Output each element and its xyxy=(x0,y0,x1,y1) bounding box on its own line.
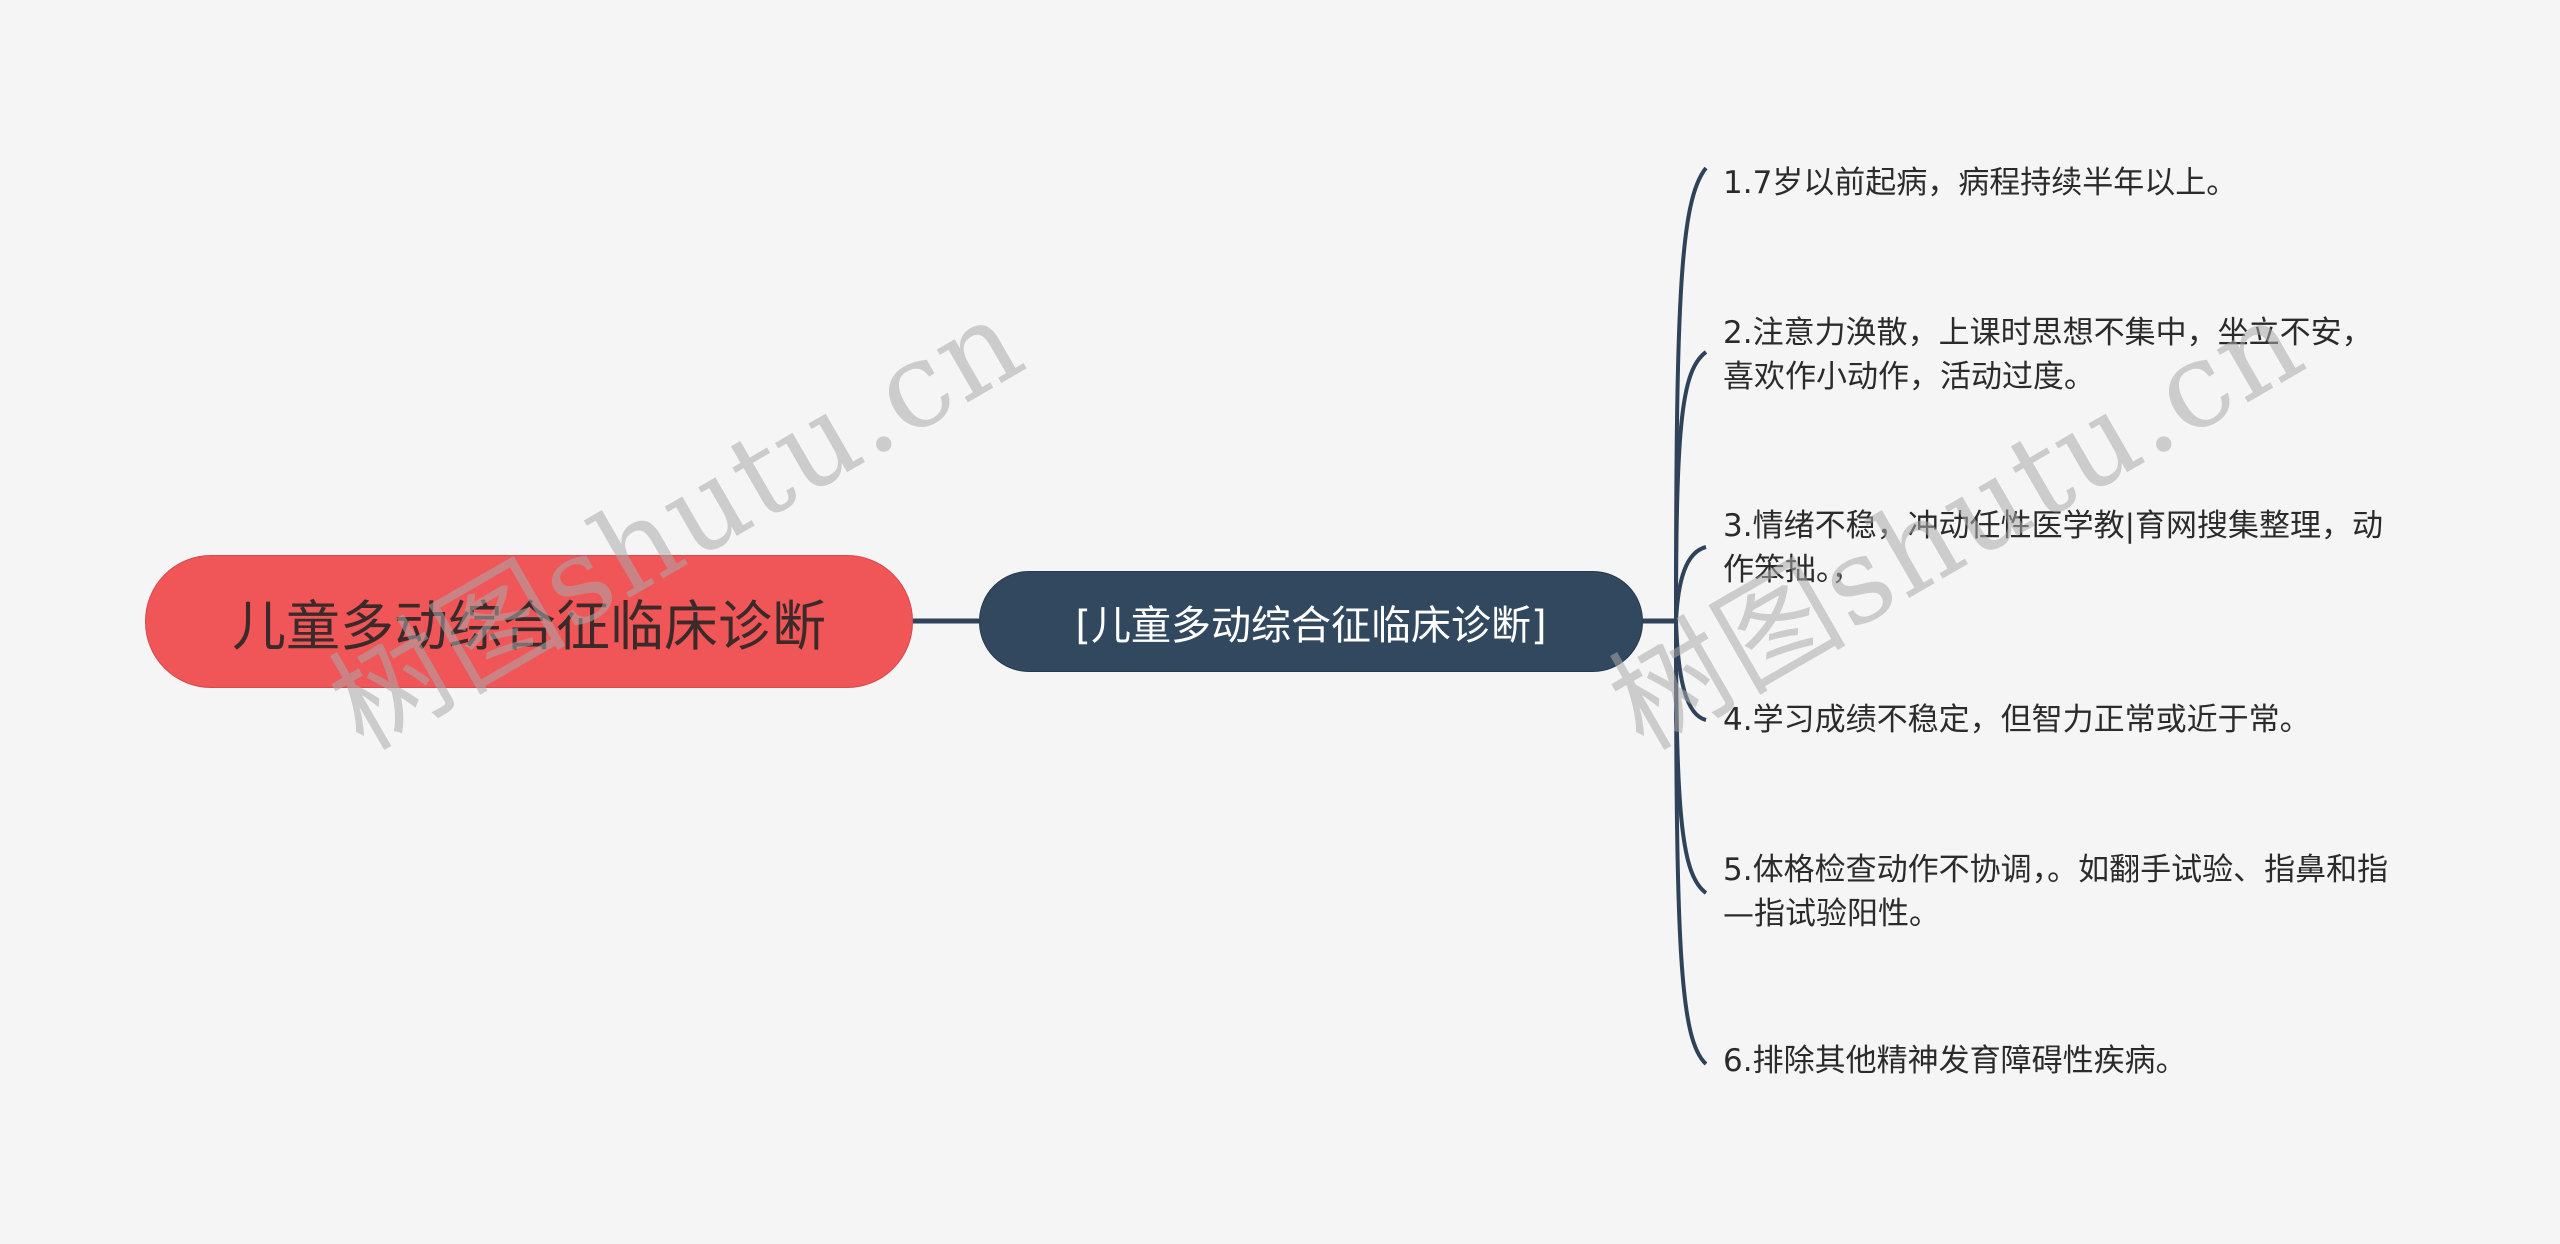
leaf-node-6[interactable]: 6.排除其他精神发育障碍性疾病。 xyxy=(1723,1039,2403,1083)
root-node-label: 儿童多动综合征临床诊断 xyxy=(232,595,826,658)
branch-connector-1 xyxy=(1674,166,1708,622)
leaf-node-3[interactable]: 3.情绪不稳，冲动任性医学教|育网搜集整理，动作笨拙。， xyxy=(1723,504,2403,592)
leaf-label: 6.排除其他精神发育障碍性疾病。 xyxy=(1723,1043,2187,1079)
leaf-node-1[interactable]: 1.7岁以前起病，病程持续半年以上。 xyxy=(1723,161,2403,205)
main-topic-node[interactable]: [儿童多动综合征临床诊断] xyxy=(979,571,1643,672)
leaf-label: 1.7岁以前起病，病程持续半年以上。 xyxy=(1723,165,2238,201)
leaf-label: 3.情绪不稳，冲动任性医学教|育网搜集整理，动作笨拙。， xyxy=(1723,508,2384,588)
watermark-left: 树图shutu.cn xyxy=(308,270,1046,776)
leaf-label: 2.注意力涣散，上课时思想不集中，坐立不安，喜欢作小动作，活动过度。 xyxy=(1723,315,2373,395)
main-topic-label: [儿童多动综合征临床诊断] xyxy=(1075,602,1547,649)
leaf-node-2[interactable]: 2.注意力涣散，上课时思想不集中，坐立不安，喜欢作小动作，活动过度。 xyxy=(1723,311,2403,399)
branch-connector-5 xyxy=(1674,620,1708,895)
leaf-node-4[interactable]: 4.学习成绩不稳定，但智力正常或近于常。 xyxy=(1723,698,2403,742)
leaf-label: 4.学习成绩不稳定，但智力正常或近于常。 xyxy=(1723,702,2311,738)
branch-connector-2 xyxy=(1674,350,1708,622)
leaf-label: 5.体格检查动作不协调，。如翻手试验、指鼻和指—指试验阳性。 xyxy=(1723,852,2389,932)
branch-connector-3 xyxy=(1674,545,1707,622)
branch-connector-4 xyxy=(1674,620,1707,722)
root-node[interactable]: 儿童多动综合征临床诊断 xyxy=(145,555,913,688)
branch-connector-6 xyxy=(1674,620,1708,1066)
leaf-node-5[interactable]: 5.体格检查动作不协调，。如翻手试验、指鼻和指—指试验阳性。 xyxy=(1723,848,2403,936)
